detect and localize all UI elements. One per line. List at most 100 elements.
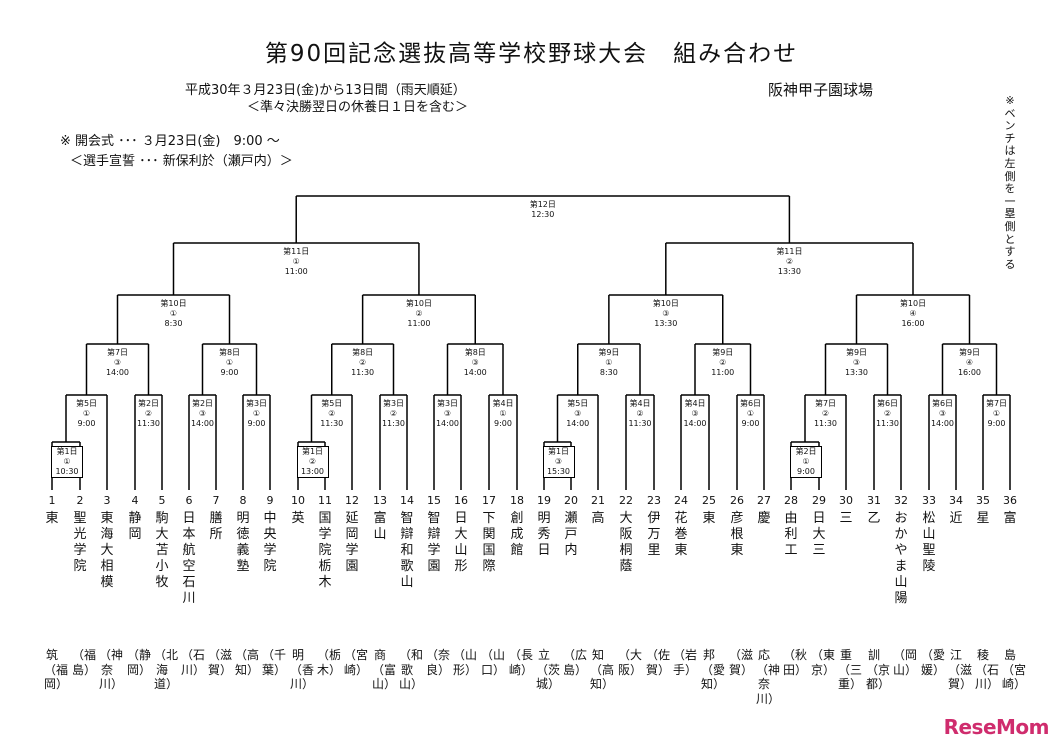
team-number: 27: [757, 494, 771, 507]
team-name: 国学院栃木: [318, 511, 332, 590]
slot-day: 第8日: [464, 348, 486, 357]
opening-ceremony: ※ 開会式 ･･･ ３月23日(金) 9:00 ～: [60, 134, 280, 149]
team-name: 花巻東: [674, 511, 688, 558]
team-prefecture: （千葉）: [262, 648, 287, 677]
team-name: 松山聖陵: [922, 511, 936, 574]
team-number: 34: [949, 494, 963, 507]
slot-time: 14:00: [435, 419, 460, 428]
team-name: 伊万里: [647, 511, 661, 558]
slot-time: 13:30: [777, 267, 801, 276]
team-prefecture: （岡山）: [893, 648, 918, 677]
slot-game: ②: [719, 358, 727, 367]
slot-time: 8:30: [599, 368, 618, 377]
team-name: おかやま山陽: [894, 511, 908, 606]
slot-time: 11:30: [351, 368, 375, 377]
slot-time: 11:30: [628, 419, 652, 428]
team-prefecture: （石川）: [181, 648, 206, 677]
slot-game: ②: [415, 309, 423, 318]
slot-day: 第11日: [283, 247, 310, 256]
slot-time: 9:00: [987, 419, 1006, 428]
slot-time: 11:30: [136, 419, 161, 428]
team-number: 4: [131, 494, 139, 507]
team-name: 大阪桐蔭: [619, 511, 633, 574]
team-number: 3: [103, 494, 111, 507]
slot-day: 第7日: [985, 399, 1008, 408]
slot-time: 9:00: [220, 368, 239, 377]
slot-game: ③: [852, 358, 861, 367]
team-name: 日大三: [812, 511, 826, 558]
slot-day: 第1日: [547, 447, 570, 456]
team-name: 高: [591, 511, 605, 526]
slot-game: ③: [938, 409, 947, 418]
slot-day: 第5日: [75, 399, 98, 408]
slot-game: ②: [389, 409, 398, 418]
team-prefecture: 訓（京都）: [866, 648, 891, 691]
team-name: 近: [949, 511, 963, 526]
slot-time: 11:00: [407, 319, 431, 328]
team-prefecture: （滋賀）: [729, 648, 754, 677]
slot-time: 14:00: [930, 419, 955, 428]
slot-day: 第8日: [352, 348, 374, 357]
team-name: 英: [291, 511, 305, 526]
slot-day: 第6日: [931, 399, 954, 408]
team-name: 明徳義塾: [236, 511, 250, 574]
team-number: 28: [784, 494, 798, 507]
team-name: 東海大相模: [100, 511, 114, 590]
slot-day: 第10日: [405, 299, 433, 308]
team-name: 慶: [757, 511, 771, 526]
team-number: 24: [674, 494, 688, 507]
slot-day: 第4日: [492, 399, 514, 408]
slot-game: ④: [965, 358, 974, 367]
team-name: 星: [976, 511, 990, 526]
slot-game: ①: [605, 358, 613, 367]
team-name: 日本航空石川: [182, 511, 196, 606]
slot-day: 第1日: [56, 447, 78, 456]
team-prefecture: （神奈川）: [99, 648, 124, 691]
team-number: 30: [839, 494, 853, 507]
slot-game: ②: [359, 358, 367, 367]
slot-game: ①: [992, 409, 1001, 418]
team-number: 22: [619, 494, 633, 507]
team-prefecture: （奈良）: [426, 648, 451, 677]
slot-day: 第7日: [814, 399, 837, 408]
team-number: 31: [867, 494, 881, 507]
slot-game: ②: [328, 409, 336, 418]
slot-game: ②: [883, 409, 892, 418]
slot-game: ③: [198, 409, 207, 418]
slot-time: 10:30: [55, 467, 79, 476]
slot-time: 9:00: [77, 419, 96, 428]
team-prefecture: （愛媛）: [921, 648, 946, 677]
slot-day: 第6日: [876, 399, 899, 408]
slot-game: ③: [471, 358, 479, 367]
team-number: 32: [894, 494, 908, 507]
team-name: 三: [839, 511, 853, 526]
slot-game: ②: [821, 409, 830, 418]
slot-game: ①: [169, 309, 178, 318]
team-name: 東: [45, 511, 59, 526]
slot-time: 16:00: [957, 368, 982, 377]
team-name: 彦根東: [730, 511, 744, 558]
slot-day: 第10日: [160, 299, 187, 308]
slot-time: 14:00: [566, 419, 590, 428]
team-name: 富: [1003, 511, 1017, 526]
slot-game: ①: [746, 409, 755, 418]
team-number: 19: [537, 494, 551, 507]
slot-time: 9:00: [797, 467, 815, 476]
slot-day: 第12日: [529, 200, 556, 209]
slot-game: ④: [909, 309, 917, 318]
team-number: 8: [239, 494, 247, 507]
team-name: 富山: [373, 511, 387, 542]
team-prefecture: 商（富山）: [372, 648, 397, 691]
slot-game: ①: [252, 409, 261, 418]
team-prefecture: （北海道）: [154, 648, 179, 691]
